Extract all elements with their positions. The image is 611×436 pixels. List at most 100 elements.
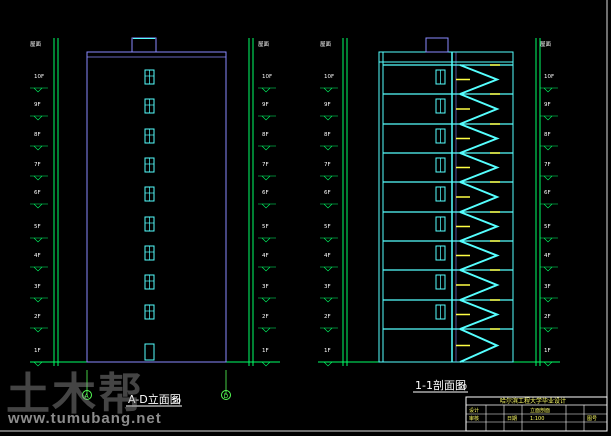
level-triangle: [33, 115, 43, 121]
roof-level-label: 屋面: [540, 41, 552, 48]
floor-level-label: 4F: [324, 253, 331, 259]
front-elevation-scale: 50: [172, 397, 181, 405]
floor-level-label: 3F: [544, 284, 551, 290]
level-triangle: [261, 327, 271, 333]
level-triangle: [543, 297, 553, 303]
level-triangle: [261, 87, 271, 93]
level-triangle: [323, 145, 333, 151]
section-roof-box: [425, 37, 449, 53]
level-triangle: [33, 266, 43, 272]
level-triangle: [323, 361, 333, 367]
level-triangle: [543, 175, 553, 181]
level-triangle: [323, 203, 333, 209]
stair-flight: [459, 299, 500, 330]
roof-level-label: 屋面: [320, 41, 332, 48]
level-triangle: [261, 361, 271, 367]
floor-level-label: 4F: [262, 253, 269, 259]
floor-level-label: 9F: [34, 102, 41, 108]
grid-marker-d-circle: [221, 390, 231, 400]
grid-marker-a: A: [85, 393, 90, 400]
floor-level-label: 7F: [544, 162, 551, 168]
floor-level-label: 6F: [34, 190, 41, 196]
floor-level-label: 4F: [544, 253, 551, 259]
roof-vent: [133, 38, 155, 39]
floor-level-label: 1F: [544, 348, 551, 354]
title-block-cell-review: 审核: [469, 415, 479, 422]
floor-level-label: 8F: [262, 132, 269, 138]
floor-level-label: 5F: [262, 224, 269, 230]
floor-level-label: 2F: [34, 314, 41, 320]
level-triangle: [33, 145, 43, 151]
floor-level-label: 8F: [544, 132, 551, 138]
grid-marker-a-circle: [82, 390, 92, 400]
stair-flight: [459, 328, 500, 363]
title-block-cell-design: 设计: [469, 407, 479, 414]
level-triangle: [323, 237, 333, 243]
level-triangle: [261, 145, 271, 151]
floor-level-label: 1F: [34, 348, 41, 354]
floor-level-label: 6F: [262, 190, 269, 196]
front-elevation-title: A-D立面图: [128, 392, 181, 406]
floor-level-label: 10F: [34, 74, 44, 80]
stair-flight: [459, 93, 500, 125]
level-triangle: [543, 327, 553, 333]
floor-level-label: 3F: [34, 284, 41, 290]
floor-level-label: 3F: [324, 284, 331, 290]
level-triangle: [323, 297, 333, 303]
section-title: 1-1剖面图: [415, 378, 466, 392]
level-triangle: [543, 115, 553, 121]
stair-flight: [459, 240, 500, 271]
stair-flight: [459, 123, 500, 154]
watermark-url: www.tumubang.net: [8, 410, 162, 427]
title-block-cell-drawing: 立面剖面: [530, 407, 550, 414]
level-triangle: [33, 237, 43, 243]
watermark-logo: 土木帮: [6, 369, 144, 420]
floor-level-label: 9F: [324, 102, 331, 108]
level-triangle: [543, 203, 553, 209]
level-triangle: [323, 87, 333, 93]
title-block-cell-scale: 1:100: [530, 416, 544, 422]
floor-level-label: 7F: [262, 162, 269, 168]
level-triangle: [261, 297, 271, 303]
level-triangle: [543, 266, 553, 272]
floor-level-label: 5F: [544, 224, 551, 230]
section-scale: 50: [458, 383, 467, 391]
floor-level-label: 10F: [544, 74, 554, 80]
floor-level-label: 10F: [324, 74, 334, 80]
floor-level-label: 7F: [34, 162, 41, 168]
floor-level-label: 3F: [262, 284, 269, 290]
floor-level-label: 8F: [324, 132, 331, 138]
level-triangle: [323, 175, 333, 181]
title-block: 哈尔滨工程大学毕业设计 设计 审核 立面剖面 日期 1:100 图号: [465, 396, 608, 432]
level-triangle: [261, 266, 271, 272]
level-triangle: [261, 175, 271, 181]
level-triangle: [33, 203, 43, 209]
level-triangle: [543, 145, 553, 151]
floor-level-label: 2F: [262, 314, 269, 320]
elevation-windows: [133, 38, 446, 361]
floor-level-label: 6F: [324, 190, 331, 196]
floor-level-label: 1F: [324, 348, 331, 354]
level-triangle: [323, 266, 333, 272]
level-triangle: [543, 87, 553, 93]
level-triangle: [323, 327, 333, 333]
stair-flight: [459, 152, 500, 183]
level-triangle: [33, 361, 43, 367]
floor-level-label: 4F: [34, 253, 41, 259]
floor-level-label: 5F: [34, 224, 41, 230]
level-triangle: [33, 87, 43, 93]
level-triangle: [33, 175, 43, 181]
grid-marker-d: D: [224, 393, 229, 400]
stair-flight: [459, 211, 500, 242]
floor-level-label: 8F: [34, 132, 41, 138]
floor-level-label: 9F: [262, 102, 269, 108]
floor-level-label: 2F: [544, 314, 551, 320]
level-triangle: [543, 237, 553, 243]
building-outlines: [86, 37, 514, 395]
floor-level-label: 5F: [324, 224, 331, 230]
stair-flight: [459, 269, 500, 301]
level-triangle: [543, 361, 553, 367]
floor-level-label: 9F: [544, 102, 551, 108]
